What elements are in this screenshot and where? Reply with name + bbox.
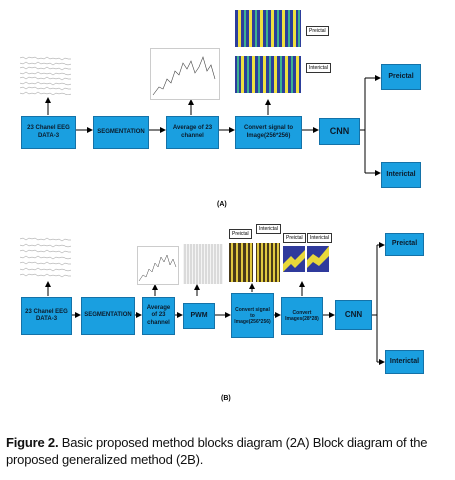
caption-text: Basic proposed method blocks diagram (2A… [6, 435, 428, 467]
panel-a-label: (A) [217, 201, 227, 208]
b-interictal-tag-2: Interictal [307, 233, 332, 243]
b-eeg-multichannel-thumbnail [20, 236, 75, 280]
interictal-thumbnail-tag: Interictal [306, 63, 331, 73]
a-convert-block: Convert signal to Image(256*256) [235, 116, 302, 149]
preictal-image-thumbnail [235, 10, 301, 47]
b-interictal-image-thumbnail [256, 243, 280, 282]
b-preictal-output: Preictal [385, 233, 424, 256]
b-preictal-tag-2: Preictal [283, 233, 306, 243]
b-interictal-tag-1: Interictal [256, 224, 281, 234]
b-segmentation-block: SEGMENTATION [81, 297, 135, 335]
b-average-block: Average of 23 channel [142, 297, 175, 335]
b-pwm-block: PWM [183, 303, 215, 329]
b-cnn-block: CNN [335, 300, 372, 330]
a-preictal-output: Preictal [381, 64, 421, 90]
a-segmentation-block: SEGMENTATION [93, 116, 149, 149]
b-small-preictal-thumbnail [283, 246, 305, 272]
b-small-interictal-thumbnail [307, 246, 329, 272]
b-average-signal-thumbnail [137, 246, 179, 285]
panel-b-label: (B) [221, 395, 231, 402]
a-average-block: Average of 23 channel [166, 116, 219, 149]
a-interictal-output: Interictal [381, 162, 421, 188]
preictal-thumbnail-tag: Preictal [306, 26, 329, 36]
a-eeg-data-block: 23 Chanel EEG DATA-3 [21, 116, 76, 149]
a-cnn-block: CNN [319, 118, 360, 145]
average-signal-thumbnail [150, 48, 220, 100]
b-preictal-tag-1: Preictal [229, 229, 252, 239]
b-convert-block-1: Convert signal to Image(256*256) [231, 293, 274, 338]
figure-caption: Figure 2. Basic proposed method blocks d… [6, 434, 448, 468]
interictal-image-thumbnail [235, 56, 301, 93]
b-interictal-output: Interictal [385, 350, 424, 374]
b-preictal-image-thumbnail [229, 243, 253, 282]
pwm-signal-thumbnail [183, 244, 223, 284]
b-eeg-data-block: 23 Chanel EEG DATA-3 [21, 297, 72, 335]
caption-prefix: Figure 2. [6, 435, 59, 450]
b-convert-block-2: Convert Images(28*28) [281, 297, 323, 335]
eeg-multichannel-thumbnail [20, 55, 75, 95]
